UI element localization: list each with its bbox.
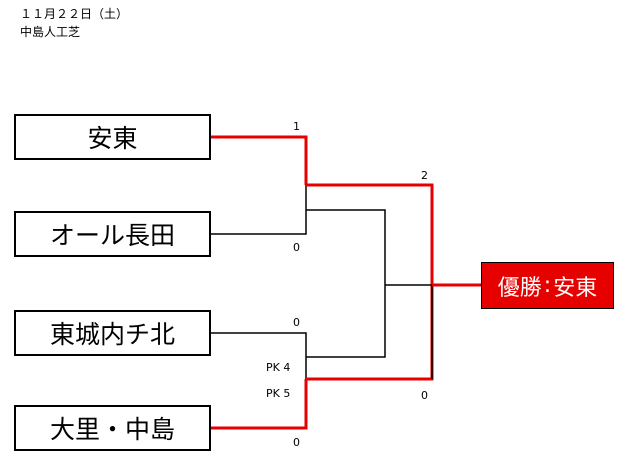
tournament-venue: 中島人工芝 xyxy=(20,25,81,39)
team-box-2: オール長田 xyxy=(14,211,211,257)
champion-label: 優勝 xyxy=(497,275,542,301)
semifinal2-bottom-score: 0 xyxy=(293,436,300,449)
team-box-3: 東城内チ北 xyxy=(14,310,211,356)
team-name: オール長田 xyxy=(49,221,175,250)
bracket-line-team3 xyxy=(211,332,307,379)
bracket-line-final-top xyxy=(306,183,434,285)
bracket-line-final-bottom xyxy=(306,285,434,381)
champion-separator: : xyxy=(543,273,552,298)
final-bottom-score: 0 xyxy=(421,389,428,402)
bracket-line-team4 xyxy=(211,379,308,430)
team-name: 安東 xyxy=(87,124,138,153)
semifinal2-top-pk: PK 4 xyxy=(266,361,291,374)
bracket-line-team2 xyxy=(211,185,307,235)
semifinal2-top-score: 0 xyxy=(293,316,300,329)
bracket-line-inner-bottom xyxy=(306,285,386,358)
bracket-line-team1 xyxy=(211,135,308,185)
champion-team: 安東 xyxy=(553,275,598,301)
final-top-score: 2 xyxy=(421,169,428,182)
semifinal1-top-score: 1 xyxy=(293,120,300,133)
semifinal1-bottom-score: 0 xyxy=(293,241,300,254)
team-box-1: 安東 xyxy=(14,114,211,160)
champion-box: 優勝 : 安東 xyxy=(481,262,614,309)
team-box-4: 大里・中島 xyxy=(14,405,211,451)
bracket-line-inner-top xyxy=(306,209,386,285)
team-name: 大里・中島 xyxy=(49,415,175,444)
team-name: 東城内チ北 xyxy=(49,320,175,349)
semifinal2-bottom-pk: PK 5 xyxy=(266,387,291,400)
tournament-date: １１月２２日（土） xyxy=(20,7,129,21)
